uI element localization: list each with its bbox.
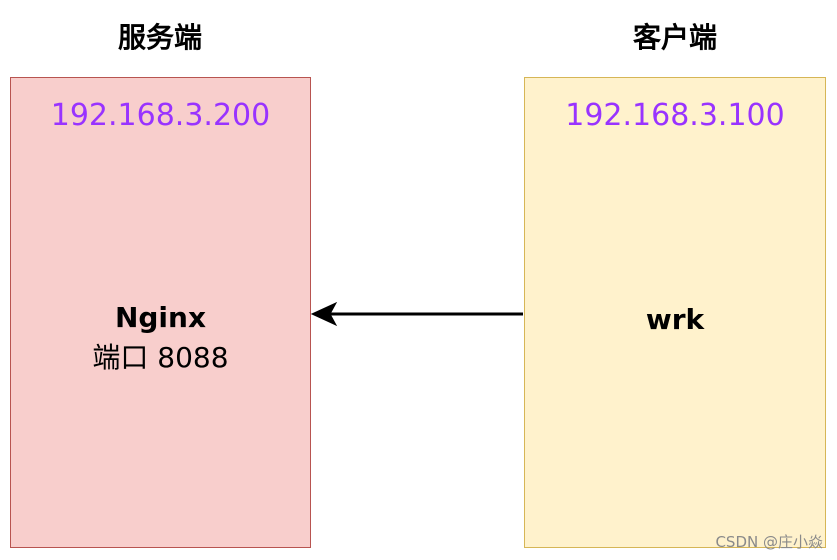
client-ip: 192.168.3.100 <box>565 98 785 133</box>
watermark: CSDN @庄小焱 <box>715 533 823 551</box>
client-service-name: wrk <box>645 303 705 336</box>
client-box: 192.168.3.100 wrk <box>524 77 826 548</box>
request-arrow-head <box>310 301 338 327</box>
server-port-label: 端口 8088 <box>92 341 229 374</box>
server-service-name: Nginx <box>114 301 207 334</box>
server-box: 192.168.3.200 Nginx 端口 8088 <box>10 77 311 548</box>
client-heading: 客户端 <box>632 21 717 54</box>
server-heading: 服务端 <box>117 21 202 54</box>
server-ip: 192.168.3.200 <box>50 98 271 133</box>
